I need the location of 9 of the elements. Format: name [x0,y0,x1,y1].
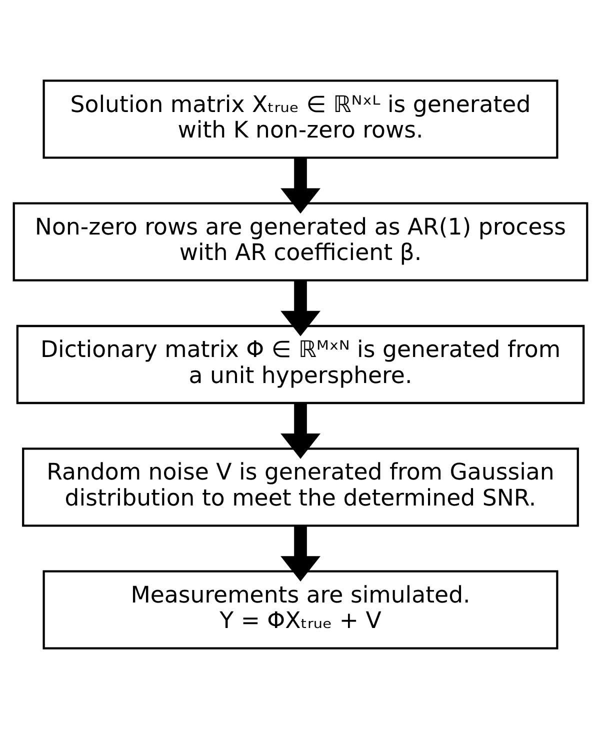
arrow [280,403,320,459]
node-box: Dictionary matrix Φ ∈ ℝᴹˣᴺ is generated from a unit hypersphere. [16,324,585,404]
node-box: Random noise V is generated from Gaussian distribution to meet the determined SNR. [22,448,579,527]
node-box: Solution matrix Xₜᵣᵤₑ ∈ ℝᴺˣᴸ is generated with K non-zero rows. [42,80,558,159]
node-box: Non-zero rows are generated as AR(1) process with AR coefficient β. [12,202,588,282]
arrow [280,158,320,214]
arrow [280,526,320,582]
node-box: Measurements are simulated. Y = ΦXₜᵣᵤₑ + V [42,570,558,650]
arrow [280,280,320,336]
